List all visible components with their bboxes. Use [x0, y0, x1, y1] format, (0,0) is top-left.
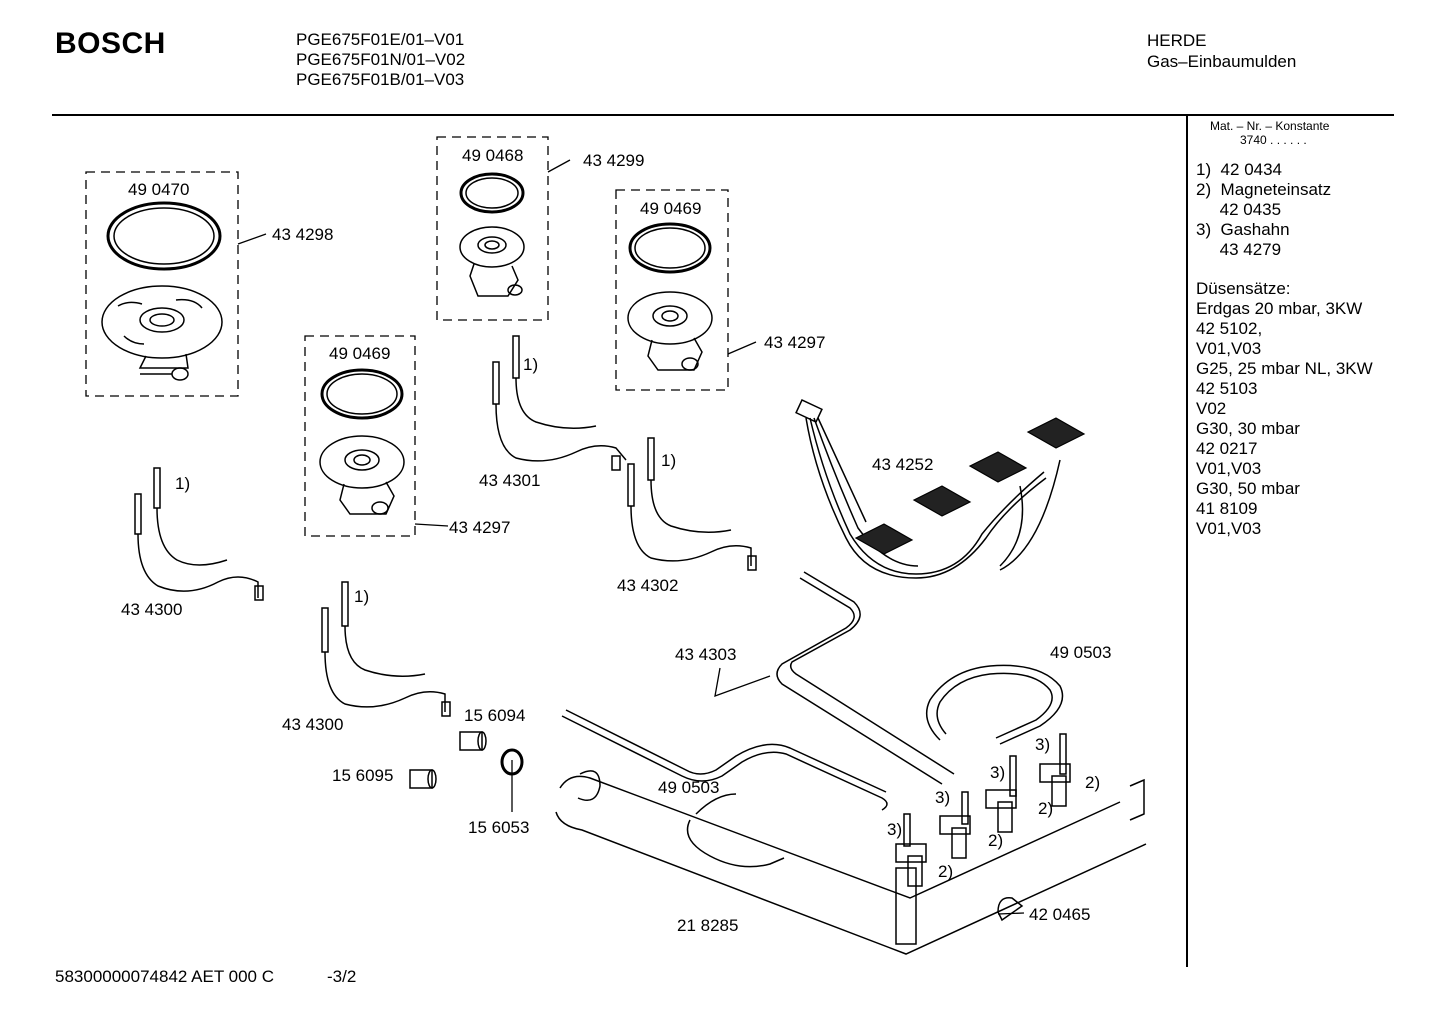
nozzle-list: Düsensätze: Erdgas 20 mbar, 3KW 42 5102,… [1196, 279, 1373, 539]
page-number: -3/2 [327, 967, 357, 986]
part-label: 43 4298 [272, 225, 334, 244]
gas-pipe [561, 571, 1064, 868]
category-block: HERDE Gas–Einbaumulden [1147, 30, 1296, 72]
nozzle-line: 42 0217 [1196, 439, 1258, 458]
part-label: 49 0503 [1050, 643, 1112, 662]
nozzle-line: G25, 25 mbar NL, 3KW [1196, 359, 1373, 378]
nozzle-line: G30, 30 mbar [1196, 419, 1300, 438]
part-label: 43 4302 [617, 576, 679, 595]
part-label: 49 0503 [658, 778, 720, 797]
mat-value: 3740 . . . . . . [1240, 133, 1307, 147]
nozzle-title: Düsensätze: [1196, 279, 1291, 298]
pipe-fitting [409, 731, 524, 789]
brand-logo: BOSCH [55, 27, 166, 60]
gas-manifold [555, 770, 1147, 955]
part-label: 43 4303 [675, 645, 737, 664]
mat-title: Mat. – Nr. – Konstante [1210, 119, 1330, 133]
part-label: 43 4301 [479, 471, 541, 490]
burner-group-box [85, 171, 239, 397]
burner-medium-center [319, 368, 405, 515]
note-line: 42 0435 [1196, 200, 1282, 219]
footnote-ref: 1) [661, 451, 677, 470]
part-label: 15 6094 [464, 706, 526, 725]
ignition-harness [795, 399, 1086, 579]
mat-block: Mat. – Nr. – Konstante 3740 . . . . . . [1210, 119, 1329, 147]
footnote-ref: 3) [990, 763, 1006, 782]
nozzle-line: G30, 50 mbar [1196, 479, 1300, 498]
footnote-ref: 3) [887, 820, 903, 839]
document-code: 58300000074842 AET 000 C [55, 967, 274, 986]
burner-medium-right [627, 222, 713, 371]
burner-small [459, 172, 525, 297]
burner-group-box [615, 189, 729, 391]
note-line: 3) Gashahn [1196, 220, 1290, 239]
footnote-ref: 1) [175, 474, 191, 493]
part-label: 43 4297 [449, 518, 511, 537]
ignition-lead [492, 335, 627, 471]
part-label: 49 0470 [128, 180, 190, 199]
footnote-ref: 3) [935, 788, 951, 807]
footnote-ref: 2) [1085, 773, 1101, 792]
part-label: 43 4252 [872, 455, 934, 474]
nozzle-line: 41 8109 [1196, 499, 1258, 518]
burner-group-box [304, 335, 416, 537]
nozzle-line: V01,V03 [1196, 519, 1262, 538]
subcategory: Gas–Einbaumulden [1147, 52, 1297, 71]
part-label: 15 6053 [468, 818, 530, 837]
nozzle-line: V01,V03 [1196, 339, 1262, 358]
part-label: 43 4297 [764, 333, 826, 352]
footnote-ref: 1) [354, 587, 370, 606]
ignition-lead [627, 437, 757, 571]
ignition-lead [321, 581, 451, 717]
burner-group-box [436, 136, 549, 321]
part-label: 49 0469 [329, 344, 391, 363]
nozzle-line: 42 5102, [1196, 319, 1263, 338]
nozzle-line: Erdgas 20 mbar, 3KW [1196, 299, 1363, 318]
ignition-lead [134, 467, 264, 601]
model-list: PGE675F01E/01–V01 PGE675F01N/01–V02 PGE6… [296, 30, 465, 90]
category: HERDE [1147, 31, 1207, 50]
sidebar-rule [1186, 116, 1188, 967]
model-number: PGE675F01E/01–V01 [296, 30, 465, 49]
notes-list: 1) 42 0434 2) Magneteinsatz 42 0435 3) G… [1196, 160, 1331, 260]
model-number: PGE675F01N/01–V02 [296, 50, 466, 69]
part-label: 49 0468 [462, 146, 524, 165]
footnote-ref: 1) [523, 355, 539, 374]
part-label: 49 0469 [640, 199, 702, 218]
part-label: 43 4300 [282, 715, 344, 734]
footnote-ref: 2) [988, 831, 1004, 850]
part-label: 42 0465 [1029, 905, 1091, 924]
gas-valve [895, 733, 1071, 887]
nozzle-line: V01,V03 [1196, 459, 1262, 478]
model-number: PGE675F01B/01–V03 [296, 70, 465, 89]
nozzle-line: 42 5103 [1196, 379, 1258, 398]
part-label: 21 8285 [677, 916, 739, 935]
part-label: 43 4300 [121, 600, 183, 619]
note-line: 1) 42 0434 [1196, 160, 1283, 179]
note-line: 43 4279 [1196, 240, 1282, 259]
burner-large [101, 201, 223, 381]
part-label: 43 4299 [583, 151, 645, 170]
footnote-ref: 2) [1038, 799, 1054, 818]
part-label: 15 6095 [332, 766, 394, 785]
footnote-ref: 3) [1035, 735, 1051, 754]
footnote-ref: 2) [938, 862, 954, 881]
note-line: 2) Magneteinsatz [1196, 180, 1332, 199]
header-rule [52, 114, 1394, 116]
nozzle-line: V02 [1196, 399, 1227, 418]
